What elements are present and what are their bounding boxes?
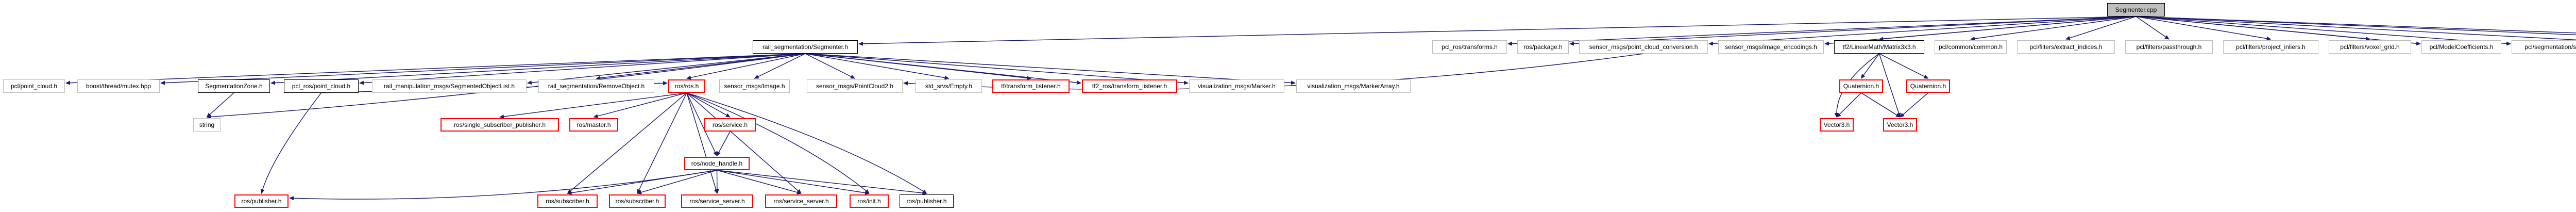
graph-node-ros_master[interactable]: ros/master.h [569,118,618,132]
graph-node-tf2_listener[interactable]: tf2_ros/transform_listener.h [1082,79,1177,93]
edge-quaternion2-vector3_2 [1900,92,1928,118]
graph-node-vis_marker_array: visualization_msgs/MarkerArray.h [1296,79,1411,93]
edge-segmentation_zone-string [206,92,234,118]
graph-node-sm_image: sensor_msgs/Image.h [719,79,790,93]
edge-pclros_point_cloud-publisher_red [260,92,322,194]
graph-node-pclros_transforms: pcl_ros/transforms.h [1432,40,1507,54]
edge-seg_h-ros_ros [686,53,806,80]
edge-ros_ros-service_server2 [686,92,802,194]
edge-node_handle-service_server1 [715,170,719,194]
graph-node-remove_object: rail_segmentation/RemoveObject.h [538,79,654,93]
edge-seg_h-boost_mutex [160,53,806,85]
graph-node-ros_init[interactable]: ros/init.h [850,194,889,208]
graph-node-pc_conversion: sensor_msgs/point_cloud_conversion.h [1579,40,1708,54]
edge-root-project_inliers [2136,16,2272,41]
edge-ros_ros-subscriber1 [567,92,687,194]
graph-node-seg_h[interactable]: rail_segmentation/Segmenter.h [753,40,858,54]
edge-ros_ros-single_sub_pub [499,92,687,119]
graph-node-single_sub_pub[interactable]: ros/single_subscriber_publisher.h [440,118,559,132]
graph-node-subscriber2[interactable]: ros/subscriber.h [609,194,666,208]
graph-node-segmentation_zone[interactable]: SegmentationZone.h [198,79,270,93]
graph-node-pcl_common: pcl/common/common.h [1935,40,2007,54]
edge-seg_h-vis_marker [805,53,1189,85]
edge-quaternion1-vector3_2 [1861,92,1901,118]
graph-node-sm_pointcloud2: sensor_msgs/PointCloud2.h [807,79,903,93]
graph-node-seg_obj_list: rail_manipulation_msgs/SegmentedObjectLi… [372,79,527,93]
graph-node-passthrough: pcl/filters/passthrough.h [2125,40,2213,54]
graph-node-service_server1[interactable]: ros/service_server.h [681,194,753,208]
graph-node-voxel_grid: pcl/filters/voxel_grid.h [2329,40,2411,54]
edge-seg_h-tf_listener [805,53,1031,80]
edge-root-pcl_common [1970,16,2137,41]
graph-node-tf_listener[interactable]: tf/transform_listener.h [992,79,1070,93]
edge-node_handle-ros_init [717,170,870,195]
graph-node-publisher_black[interactable]: ros/publisher.h [900,194,954,208]
edge-root-matrix3x3 [1878,16,2137,41]
graph-node-std_srvs_empty: std_srvs/Empty.h [916,79,982,93]
edge-root-voxel_grid [2136,16,2370,41]
graph-node-vector3_2[interactable]: Vector3.h [1883,118,1917,132]
edge-ros_ros-publisher_black [686,92,927,194]
graph-node-ros_ros[interactable]: ros/ros.h [668,79,705,93]
edge-ros_ros-ros_master [593,92,687,118]
graph-node-project_inliers: pcl/filters/project_inliers.h [2223,40,2318,54]
graph-node-string: string [193,118,221,132]
edge-root-extract_indices [2065,16,2137,40]
edge-ros_ros-subscriber2 [637,92,687,194]
graph-node-extract_indices: pcl/filters/extract_indices.h [2017,40,2115,54]
edge-seg_h-seg_obj_list [527,53,806,85]
edge-matrix3x3-quaternion2 [1879,53,1929,79]
graph-node-quaternion1[interactable]: Quaternion.h [1839,79,1883,93]
edge-seg_h-segmentation_zone [270,53,806,85]
graph-node-sac_segmentation: pcl/segmentation/sac_segmentation.h [2512,40,2576,54]
edge-seg_h-tf2_listener [805,53,1081,85]
edge-node_handle-subscriber2 [637,170,717,194]
graph-node-ros_service[interactable]: ros/service.h [704,118,756,132]
edge-quaternion1-vector3_1 [1836,92,1861,118]
edge-seg_h-pcl_point_cloud [65,53,806,85]
edge-node_handle-subscriber1 [567,170,717,195]
edge-seg_h-pclros_point_cloud [359,53,806,85]
graph-node-vis_marker: visualization_msgs/Marker.h [1189,79,1284,93]
graph-node-quaternion2[interactable]: Quaternion.h [1906,79,1950,93]
graph-node-pcl_point_cloud: pcl/point_cloud.h [3,79,65,93]
graph-node-image_encodings: sensor_msgs/image_encodings.h [1718,40,1824,54]
graph-node-node_handle[interactable]: ros/node_handle.h [684,157,750,170]
graph-node-service_server2[interactable]: ros/service_server.h [765,194,837,208]
graph-node-root: Segmenter.cpp [2107,3,2165,17]
edge-node_handle-service_server2 [717,170,802,194]
graph-node-pclros_point_cloud[interactable]: pcl_ros/point_cloud.h [284,79,359,93]
edge-seg_h-sm_pointcloud2 [805,53,855,79]
graph-node-publisher_red[interactable]: ros/publisher.h [234,194,289,208]
edge-seg_h-std_srvs_empty [805,53,950,80]
edge-matrix3x3-quaternion1 [1860,53,1880,79]
edge-node_handle-publisher_black [717,170,927,195]
edge-root-passthrough [2136,16,2170,40]
edge-ros_ros-service_server1 [686,92,718,194]
graph-node-model_coefficients: pcl/ModelCoefficients.h [2421,40,2501,54]
edge-seg_h-sm_image [754,53,806,79]
edge-ros_ros-ros_service [686,92,731,118]
graph-node-ros_package: ros/package.h [1517,40,1569,54]
graph-node-vector3_1[interactable]: Vector3.h [1820,118,1854,132]
graph-node-matrix3x3[interactable]: tf2/LinearMath/Matrix3x3.h [1834,40,1924,54]
edge-ros_service-node_handle [716,131,731,156]
edge-seg_h-remove_object [596,53,806,80]
graph-node-boost_mutex: boost/thread/mutex.hpp [77,79,160,93]
graph-node-subscriber1[interactable]: ros/subscriber.h [537,194,598,208]
edge-seg_h-vis_marker_array [805,53,1296,85]
edge-ros_ros-ros_init [686,92,870,194]
